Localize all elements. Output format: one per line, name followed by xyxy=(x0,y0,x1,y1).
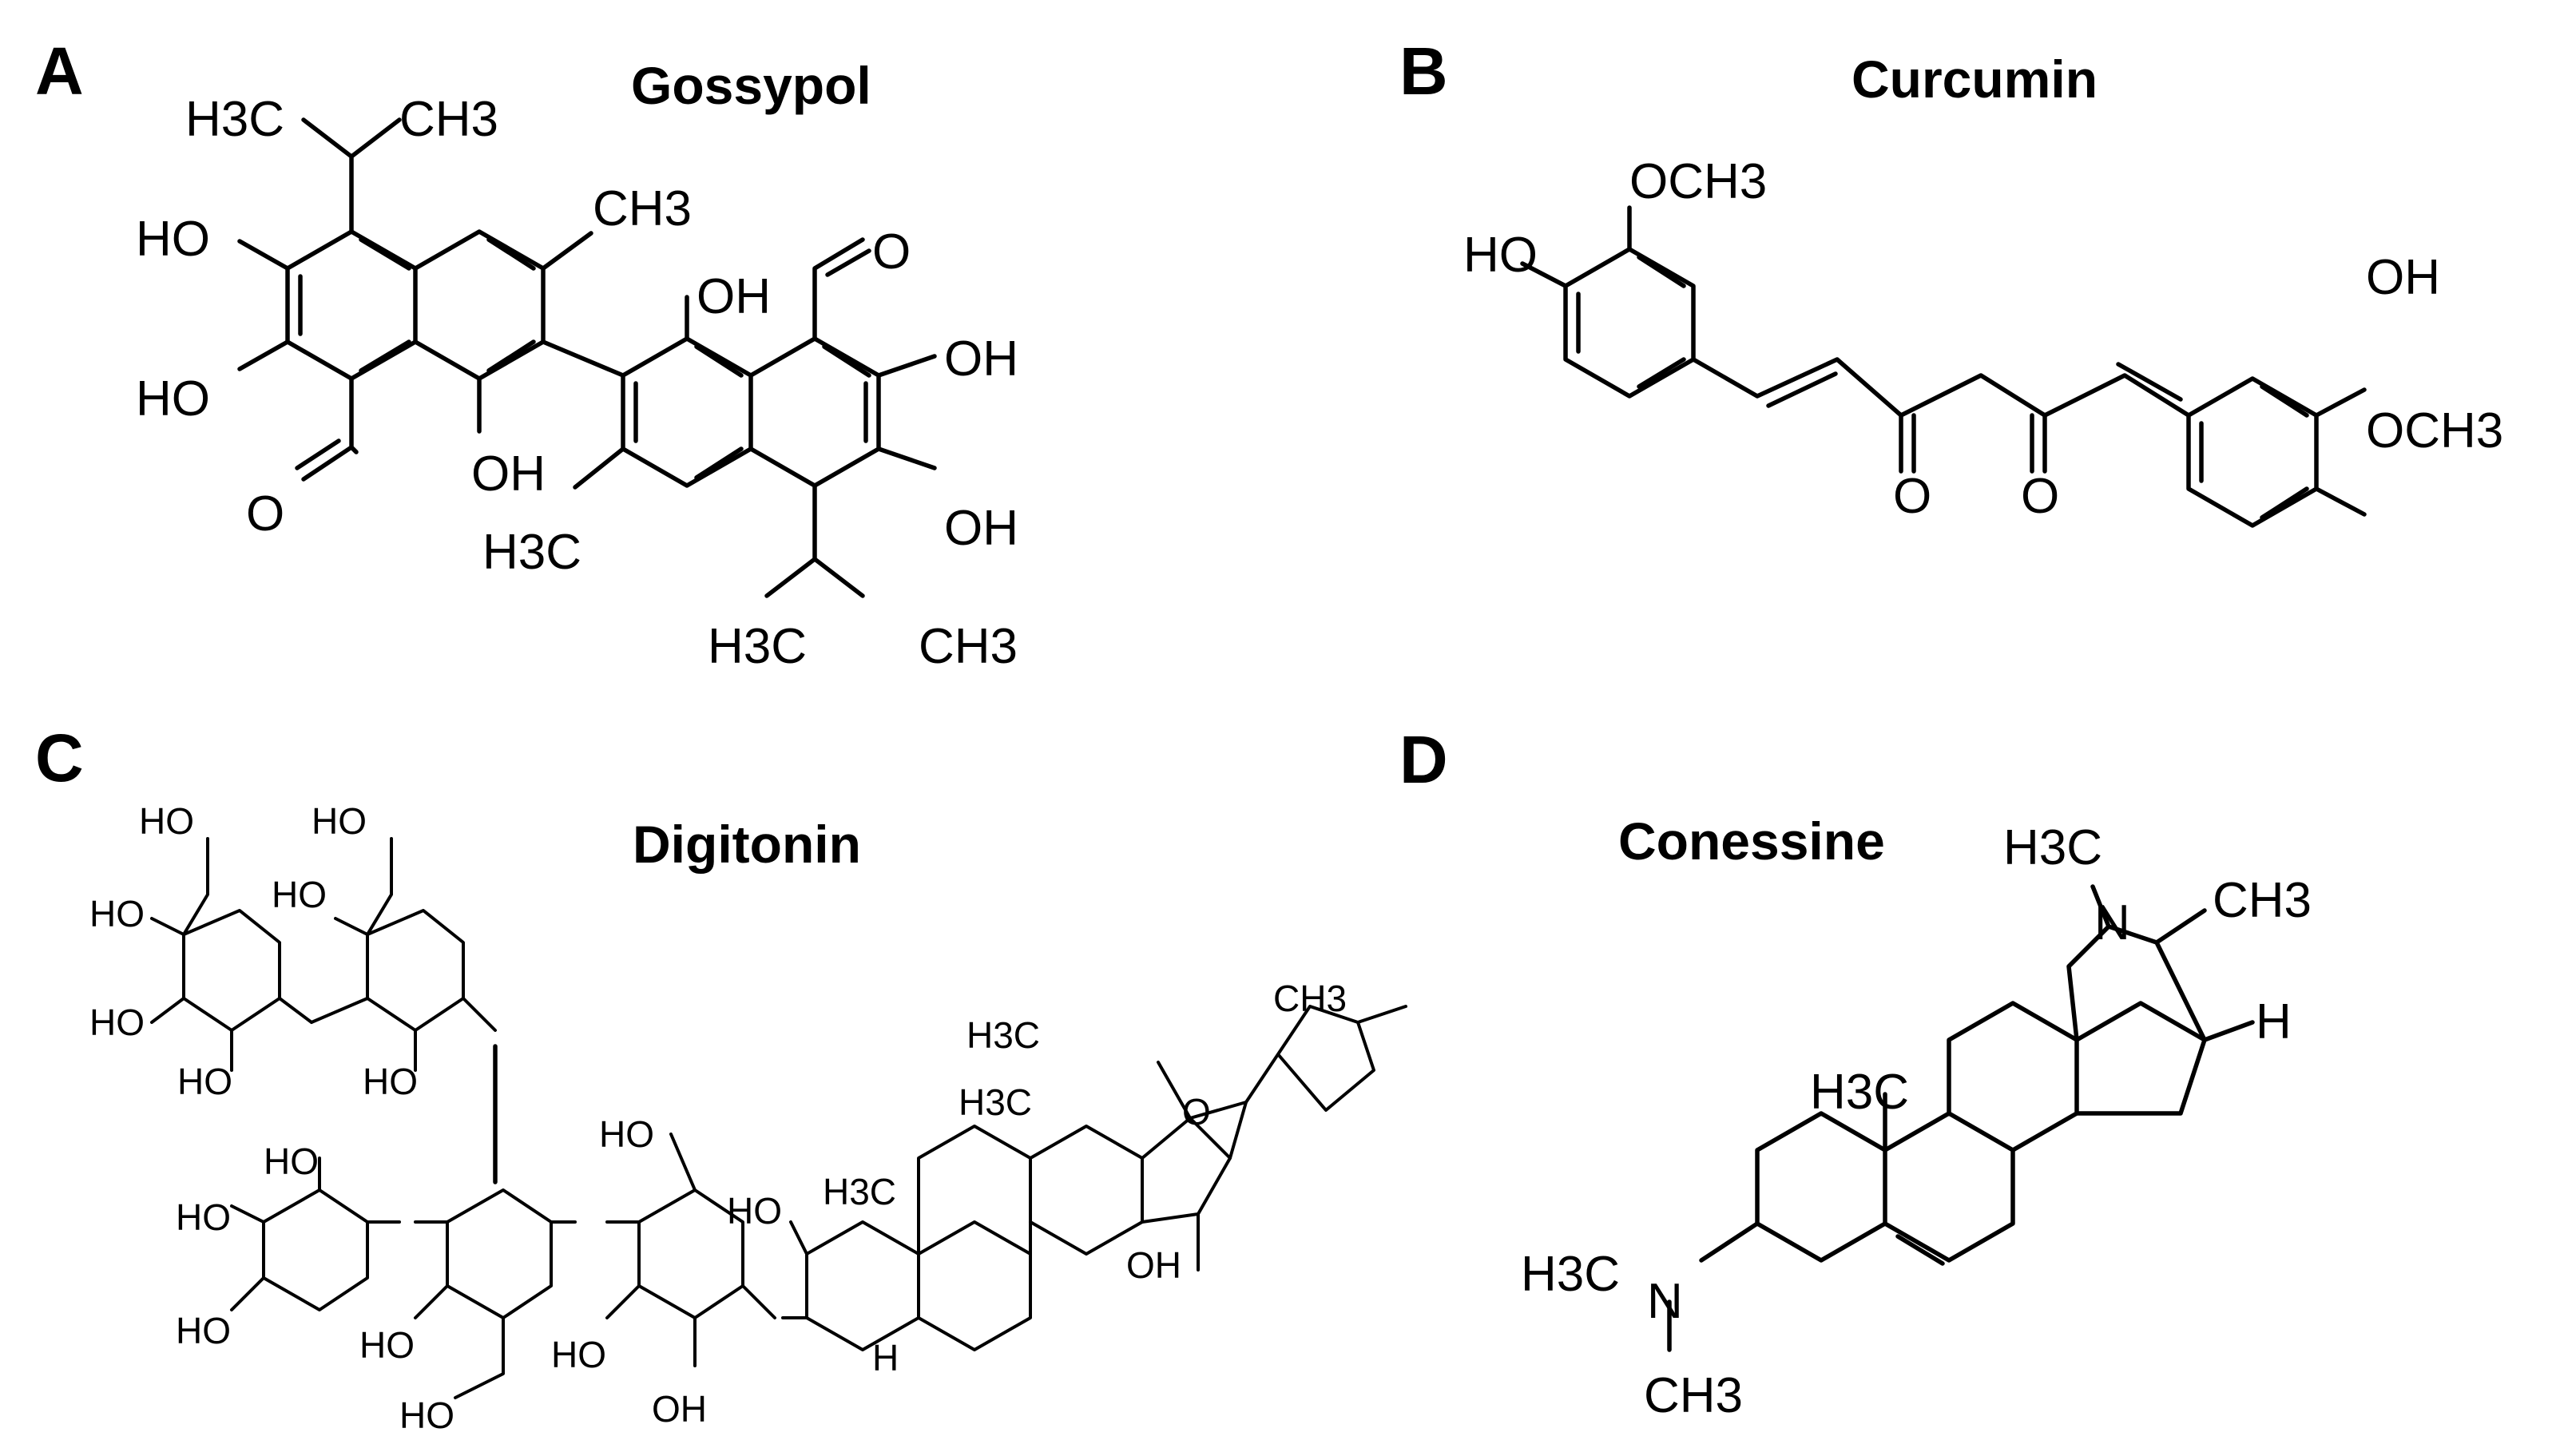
label-a-me1: H3C xyxy=(185,92,284,147)
label-d-ch3a: CH3 xyxy=(2213,873,2312,928)
panel-b: B Curcumin OCH3 HO OH OCH3 O O xyxy=(1399,34,2503,528)
label-d-h3c1: H3C xyxy=(2003,820,2102,875)
label-c-ch3: CH3 xyxy=(1273,978,1347,1019)
label-b-ho: HO xyxy=(1463,228,1538,283)
label-c-ho14: HO xyxy=(551,1334,606,1375)
label-a-me3: CH3 xyxy=(593,181,692,236)
label-c-ho5: HO xyxy=(312,800,367,842)
label-d-h3c2: H3C xyxy=(1810,1065,1909,1120)
label-c-o: O xyxy=(1182,1091,1211,1133)
label-c-ho2: HO xyxy=(89,893,145,934)
label-a-ho1: HO xyxy=(136,212,210,267)
label-d-n2: N xyxy=(1647,1274,1683,1329)
label-b-o2: O xyxy=(2021,469,2059,524)
label-c-oh2: OH xyxy=(1126,1244,1181,1286)
panel-c: C Digitonin xyxy=(35,720,1407,1436)
label-c-ho3: HO xyxy=(89,1002,145,1043)
structure-conessine xyxy=(1667,884,2255,1352)
label-c-ho6: HO xyxy=(272,874,327,915)
title-conessine: Conessine xyxy=(1618,811,1885,871)
title-curcumin: Curcumin xyxy=(1852,50,2098,109)
label-c-oh1: OH xyxy=(652,1388,707,1430)
label-a-o2: O xyxy=(872,224,911,280)
label-c-h3c1: H3C xyxy=(823,1171,896,1212)
label-b-och3a: OCH3 xyxy=(1629,154,1767,209)
structure-digitonin xyxy=(150,837,1407,1399)
label-c-ho10: HO xyxy=(176,1310,231,1351)
label-c-ho9: HO xyxy=(176,1196,231,1238)
panel-letter-c: C xyxy=(35,720,84,795)
label-a-o1: O xyxy=(246,486,284,542)
label-c-ho12: HO xyxy=(399,1395,454,1436)
label-d-n1: N xyxy=(2094,895,2130,950)
label-d-h: H xyxy=(2256,994,2292,1049)
panel-letter-d: D xyxy=(1399,722,1448,797)
label-a-oh1: OH xyxy=(471,446,546,502)
label-c-ho15: HO xyxy=(727,1190,782,1232)
label-b-och3b: OCH3 xyxy=(2366,403,2503,458)
label-a-h3c3: H3C xyxy=(708,619,807,674)
panel-d: D Conessine H3C N CH3 H H3C H3C N CH3 xyxy=(1399,722,2312,1423)
panel-letter-a: A xyxy=(35,34,84,109)
label-b-oh: OH xyxy=(2366,250,2440,305)
label-a-ch3b: CH3 xyxy=(919,619,1018,674)
label-d-ch3b: CH3 xyxy=(1644,1368,1743,1423)
label-a-oh2: OH xyxy=(697,269,771,324)
label-a-me2: CH3 xyxy=(399,92,498,147)
label-a-oh3: OH xyxy=(944,331,1018,387)
label-c-ho11: HO xyxy=(359,1324,415,1366)
title-gossypol: Gossypol xyxy=(631,56,871,115)
label-c-h: H xyxy=(872,1337,899,1379)
label-a-h3c2: H3C xyxy=(482,525,581,580)
label-c-ho1: HO xyxy=(139,800,194,842)
label-b-o1: O xyxy=(1893,469,1931,524)
panel-letter-b: B xyxy=(1399,34,1448,109)
label-c-ho4: HO xyxy=(177,1061,232,1102)
panel-a: A Gossypol xyxy=(35,34,1018,674)
label-d-h3c3: H3C xyxy=(1521,1247,1620,1302)
label-c-ho7: HO xyxy=(363,1061,418,1102)
structure-curcumin xyxy=(1520,205,2367,528)
label-a-ho2: HO xyxy=(136,371,210,426)
structure-gossypol xyxy=(237,117,937,598)
label-a-oh4: OH xyxy=(944,501,1018,556)
label-c-h3c2: H3C xyxy=(958,1081,1032,1123)
label-c-ho13: HO xyxy=(599,1113,654,1155)
label-c-h3c3: H3C xyxy=(966,1014,1040,1056)
title-digitonin: Digitonin xyxy=(633,815,861,874)
label-c-ho8: HO xyxy=(264,1141,319,1182)
